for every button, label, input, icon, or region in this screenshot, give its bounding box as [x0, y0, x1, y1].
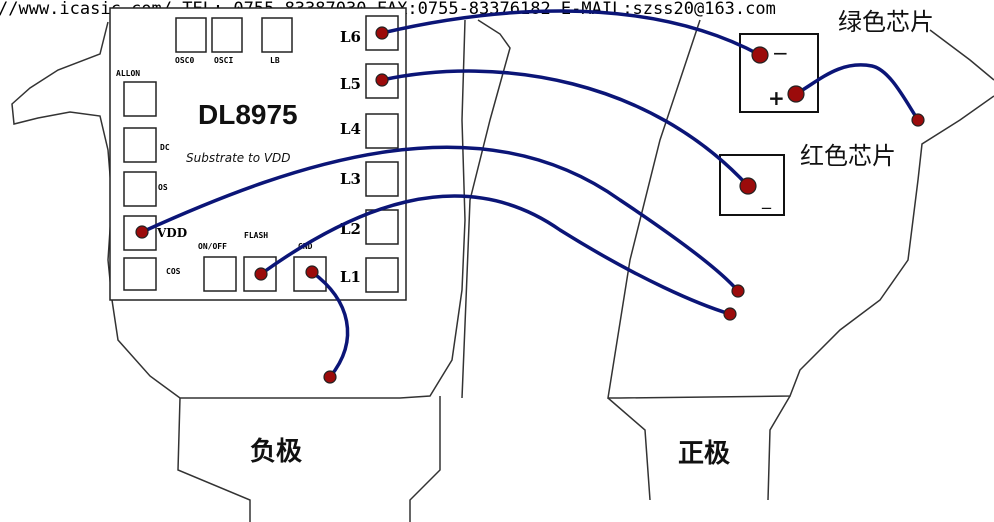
bond-wires — [140, 9, 920, 379]
pad-l1 — [365, 257, 399, 293]
pin-label-flash: FLASH — [244, 231, 268, 240]
dot-green-frame — [911, 113, 925, 127]
pad-osci — [211, 17, 243, 53]
pin-label-l3: L3 — [340, 170, 361, 188]
wire-l5-to-red-minus — [380, 69, 750, 188]
pad-os — [123, 171, 157, 207]
pin-label-onoff: ON/OFF — [198, 242, 227, 251]
pad-dc — [123, 127, 157, 163]
positive-lead-frame-outline — [461, 19, 511, 399]
bond-dots — [135, 26, 925, 384]
pin-label-cos: COS — [166, 267, 181, 276]
pin-label-os: OS — [158, 183, 168, 192]
dot-gnd — [305, 265, 319, 279]
dot-vdd — [135, 225, 149, 239]
green-led-chip — [739, 33, 819, 113]
wire-green-plus-to-frame — [794, 63, 920, 122]
dot-green-minus — [751, 46, 769, 64]
dot-gnd-cup — [323, 370, 337, 384]
dot-green-plus — [787, 85, 805, 103]
negative-electrode-label: 负极 — [250, 437, 303, 467]
pad-allon — [123, 81, 157, 117]
dot-flash — [254, 267, 268, 281]
pin-label-l4: L4 — [340, 120, 361, 138]
pad-cos — [123, 257, 157, 291]
red-chip-minus-sign: _ — [761, 189, 772, 210]
red-chip-label: 红色芯片 — [800, 142, 896, 170]
dot-frame-1 — [731, 284, 745, 298]
pad-l4 — [365, 113, 399, 149]
pad-l2 — [365, 209, 399, 245]
pin-label-lb: LB — [270, 56, 280, 65]
pad-osc0 — [175, 17, 207, 53]
green-chip-plus-sign: + — [768, 86, 785, 110]
pin-label-l6: L6 — [340, 28, 361, 46]
pin-label-osc0: OSC0 — [175, 56, 194, 65]
green-chip-minus-sign: − — [772, 41, 789, 65]
dot-red-minus — [739, 177, 757, 195]
pin-label-l5: L5 — [340, 75, 361, 93]
positive-electrode-label: 正极 — [678, 439, 731, 469]
pin-label-l1: L1 — [340, 268, 361, 286]
pad-l3 — [365, 161, 399, 197]
chip-substrate-note: Substrate to VDD — [186, 151, 291, 165]
positive-lead-neck — [607, 395, 791, 501]
pin-label-dc: DC — [160, 143, 170, 152]
pin-label-osci: OSCI — [214, 56, 233, 65]
pad-onoff — [203, 256, 237, 292]
green-chip-label: 绿色芯片 — [838, 8, 934, 36]
pad-lb — [261, 17, 293, 53]
positive-lead-frame-top-right — [929, 29, 994, 81]
chip-body — [109, 7, 407, 301]
wire-vdd-to-frame — [140, 145, 740, 293]
pin-label-vdd: VDD — [156, 226, 187, 240]
chip-model-title: DL8975 — [198, 99, 298, 130]
dot-l5 — [375, 73, 389, 87]
dot-l6 — [375, 26, 389, 40]
wire-gnd-to-cup — [310, 270, 350, 379]
pin-label-allon: ALLON — [116, 69, 140, 78]
negative-lead-neck — [177, 396, 441, 522]
wire-flash-to-frame — [259, 194, 732, 316]
positive-lead-frame-right — [607, 19, 994, 399]
dot-frame-2 — [723, 307, 737, 321]
wire-l6-to-green-minus — [380, 9, 762, 57]
